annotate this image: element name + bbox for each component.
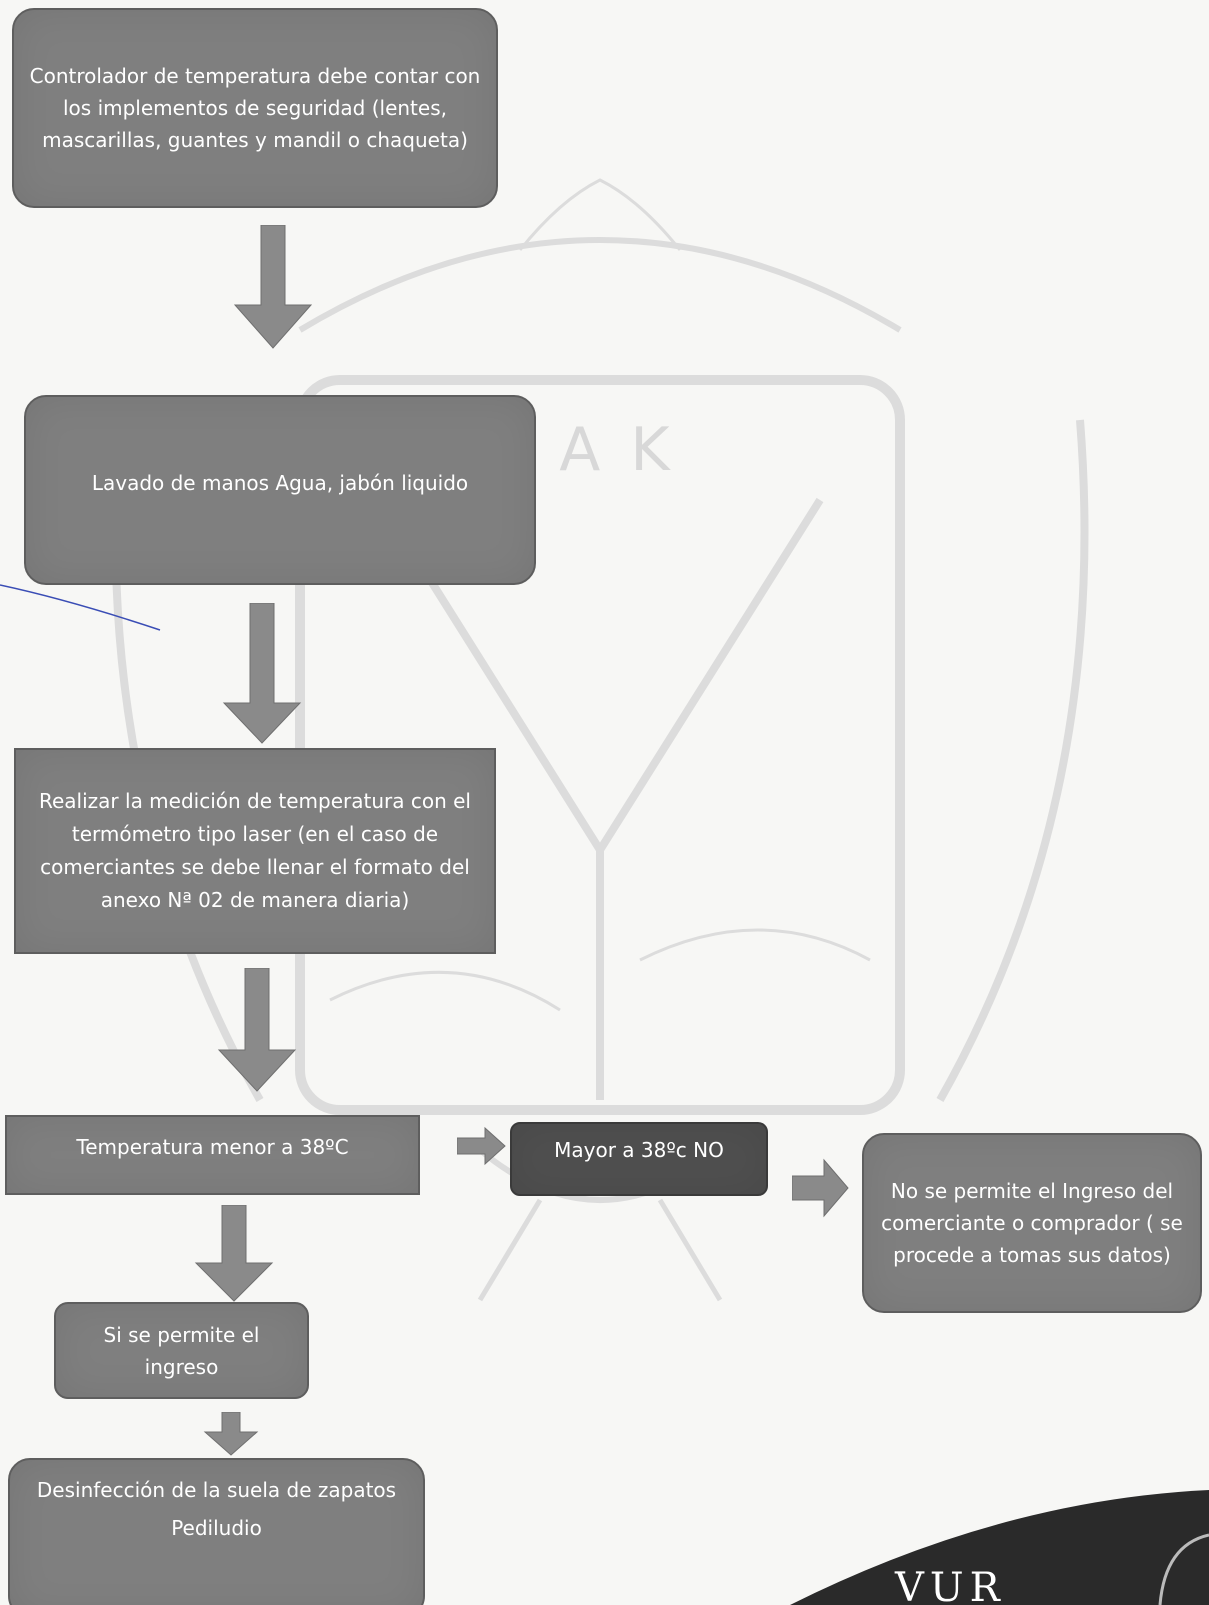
check-temperature-above-38: Mayor a 38ºc NO [510, 1122, 768, 1196]
step-safety-equipment-text: Controlador de temperatura debe contar c… [29, 64, 481, 152]
arrow-down-4 [194, 1205, 274, 1303]
arrow-down-1 [233, 225, 313, 350]
result-entry-allowed-text: Si se permite el ingreso [103, 1322, 260, 1379]
arrow-down-2 [222, 603, 302, 745]
result-entry-denied-text: No se permite el Ingreso del comerciante… [881, 1179, 1183, 1267]
step-shoe-disinfection-text: Desinfección de la suela de zapatos [36, 1478, 397, 1502]
step-shoe-disinfection: Desinfección de la suela de zapatos Pedi… [8, 1458, 425, 1605]
check-temperature-below-38-text: Temperatura menor a 38ºC [76, 1135, 349, 1159]
step-hand-washing: Lavado de manos Agua, jabón liquido [24, 395, 536, 585]
step-shoe-disinfection-subtext: Pediludio [171, 1516, 262, 1540]
check-temperature-above-38-text: Mayor a 38ºc NO [554, 1138, 724, 1162]
arrow-right-1 [457, 1126, 507, 1166]
step-temperature-measurement-text: Realizar la medición de temperatura con … [39, 789, 471, 912]
arrow-right-2 [792, 1158, 850, 1218]
result-entry-denied: No se permite el Ingreso del comerciante… [862, 1133, 1202, 1313]
step-hand-washing-text: Lavado de manos Agua, jabón liquido [91, 471, 469, 495]
arrow-down-5 [203, 1412, 259, 1457]
check-temperature-below-38: Temperatura menor a 38ºC [5, 1115, 420, 1195]
step-safety-equipment: Controlador de temperatura debe contar c… [12, 8, 498, 208]
arrow-down-3 [217, 968, 297, 1093]
step-temperature-measurement: Realizar la medición de temperatura con … [14, 748, 496, 954]
footer-logo-text: VUR [895, 1565, 1006, 1605]
result-entry-allowed: Si se permite el ingreso [54, 1302, 309, 1399]
